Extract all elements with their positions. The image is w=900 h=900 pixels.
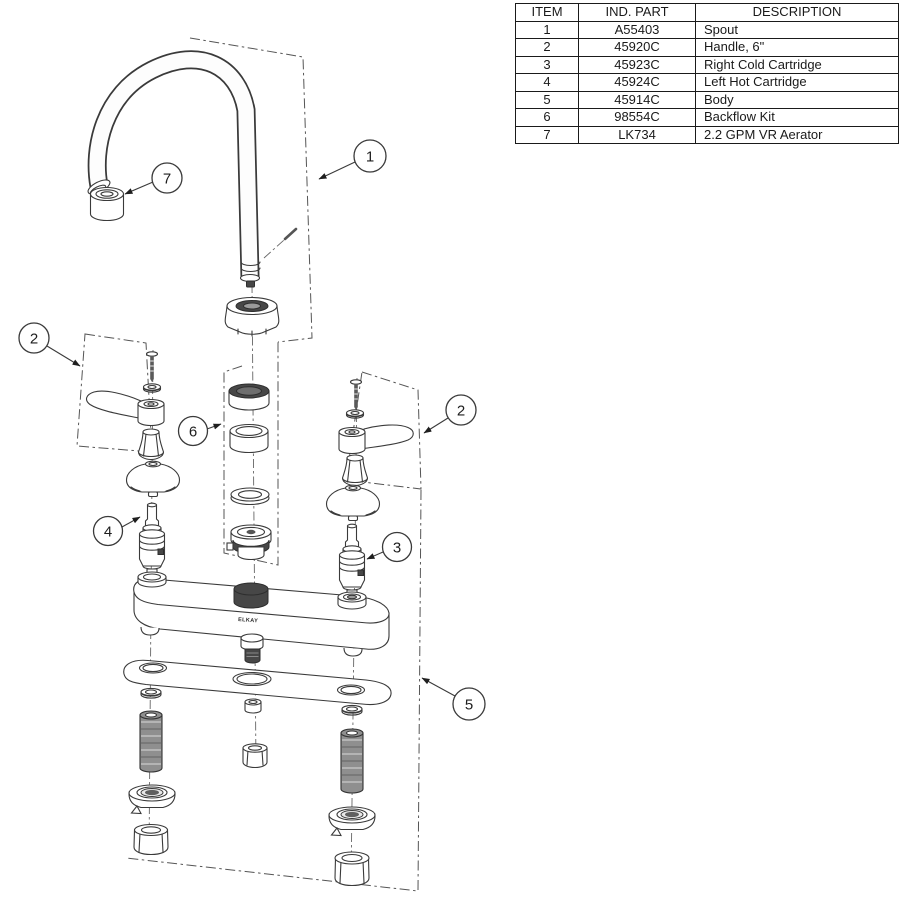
- cell-part: 45924C: [578, 73, 696, 92]
- svg-text:5: 5: [465, 697, 473, 714]
- spout: [87, 50, 298, 288]
- threaded-shank: [340, 732, 364, 794]
- left-hot-cartridge: [138, 502, 166, 576]
- cell-item: 4: [515, 73, 579, 92]
- lever-handle: [85, 390, 142, 420]
- svg-text:6: 6: [189, 424, 197, 441]
- lock-nut: [133, 829, 169, 856]
- dome-cap: [125, 463, 181, 493]
- cell-item: 5: [515, 90, 579, 109]
- gasket-plate: [123, 659, 392, 706]
- svg-text:7: 7: [163, 171, 171, 188]
- dome-cap: [325, 487, 381, 517]
- cell-desc: Right Cold Cartridge: [695, 55, 899, 74]
- lock-nut: [334, 857, 370, 887]
- centerlines: [99, 181, 358, 887]
- callout-2-right: 2: [423, 394, 477, 434]
- left-handle-assembly: [85, 351, 181, 498]
- cell-part: 45914C: [578, 90, 696, 109]
- svg-text:3: 3: [393, 540, 401, 557]
- right-cold-cartridge: [338, 523, 366, 597]
- cell-desc: Left Hot Cartridge: [695, 73, 899, 92]
- set-screw: [283, 227, 298, 241]
- mounting-hardware: [128, 687, 376, 887]
- parts-table: ITEM IND. PART DESCRIPTION 1 A55403 Spou…: [515, 3, 899, 144]
- handle-screw: [349, 379, 363, 385]
- right-handle-assembly: [325, 379, 414, 522]
- spout-nut: [224, 296, 280, 337]
- cell-part: A55403: [578, 20, 696, 39]
- callout-2-left: 2: [18, 322, 81, 367]
- cell-item: 3: [515, 55, 579, 74]
- table-row: 1 A55403 Spout: [515, 20, 899, 39]
- callout-3: 3: [366, 531, 413, 563]
- cell-part: LK734: [578, 125, 696, 144]
- cell-desc: Spout: [695, 20, 899, 39]
- cell-item: 7: [515, 125, 579, 144]
- center-hex-nut: [242, 747, 268, 769]
- cell-item: 6: [515, 108, 579, 127]
- right-handle-boundary: [345, 371, 422, 490]
- cell-part: 45920C: [578, 38, 696, 57]
- svg-text:2: 2: [457, 403, 465, 420]
- callout-5: 5: [421, 677, 486, 721]
- threaded-shank: [139, 714, 163, 773]
- header-description: DESCRIPTION: [695, 3, 899, 22]
- aerator: [89, 186, 125, 222]
- handle-screw: [145, 351, 159, 357]
- setscrew-leader: [263, 239, 285, 259]
- svg-text:2: 2: [30, 331, 38, 348]
- cell-part: 45923C: [578, 55, 696, 74]
- backflow-boundary: [223, 342, 279, 566]
- cell-desc: 2.2 GPM VR Aerator: [695, 125, 899, 144]
- lever-handle: [363, 424, 414, 450]
- cell-item: 2: [515, 38, 579, 57]
- header-ind-part: IND. PART: [578, 3, 696, 22]
- table-row: 4 45924C Left Hot Cartridge: [515, 73, 899, 92]
- callout-1: 1: [318, 139, 387, 180]
- brand-label: ELKAY: [238, 617, 259, 624]
- body-center-hub: [233, 582, 269, 596]
- svg-text:1: 1: [366, 149, 374, 166]
- backflow-washer: [230, 487, 270, 502]
- cell-item: 1: [515, 20, 579, 39]
- cell-desc: Body: [695, 90, 899, 109]
- header-item: ITEM: [515, 3, 579, 22]
- svg-text:4: 4: [104, 524, 112, 541]
- spout-boundary: [189, 37, 313, 343]
- table-row: 7 LK734 2.2 GPM VR Aerator: [515, 125, 899, 144]
- table-row: 3 45923C Right Cold Cartridge: [515, 55, 899, 74]
- cell-part: 98554C: [578, 108, 696, 127]
- right-axis: [350, 377, 358, 887]
- cell-desc: Backflow Kit: [695, 108, 899, 127]
- callout-6: 6: [177, 415, 222, 447]
- backflow-kit: [226, 383, 272, 561]
- spout-base-end: [239, 273, 261, 283]
- table-header-row: ITEM IND. PART DESCRIPTION: [515, 3, 899, 22]
- callouts: 1 7 2 2 6: [18, 139, 486, 721]
- spout-base-nub: [246, 280, 255, 288]
- table-row: 6 98554C Backflow Kit: [515, 108, 899, 127]
- faucet-body: ELKAY: [133, 571, 390, 664]
- table-row: 2 45920C Handle, 6": [515, 38, 899, 57]
- body-right-foot: [343, 647, 363, 657]
- body-left-foot: [140, 626, 160, 636]
- handle-nut: [137, 431, 165, 461]
- callout-7: 7: [124, 162, 183, 195]
- table-row: 5 45914C Body: [515, 90, 899, 109]
- callout-4: 4: [92, 515, 141, 547]
- cell-desc: Handle, 6": [695, 38, 899, 57]
